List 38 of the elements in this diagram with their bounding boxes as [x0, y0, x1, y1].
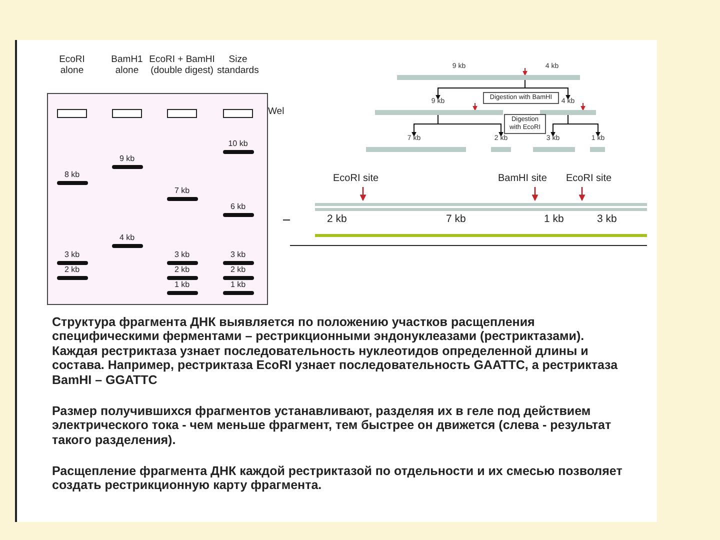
site-label: EcoRI site [333, 173, 380, 184]
fragment-length: 7 kb [446, 213, 467, 226]
paragraph: Структура фрагмента ДНК выявляется по положению участков расщепления специфическими ферментами – рестрикционными эндонуклеазами (рестриктазами). Каждая рестриктаза узнает последовательность нуклеотидов определенной длины и состава. Например, рестриктаза EcoRI узнает последовательность GAATTC, а рестриктаза BamHI – GGATTC [52, 315, 619, 387]
lane-header: BamH1 alone [110, 55, 144, 77]
dna-fragment [540, 98, 596, 115]
band-label: 8 kb [63, 170, 81, 180]
lane-header: EcoRI + BamHI (double digest) [148, 55, 216, 77]
dna-fragment [366, 135, 466, 152]
band-label: 1 kb [173, 280, 191, 290]
wells-label: Wel [268, 107, 286, 118]
band-label: 2 kb [63, 265, 81, 274]
site-label: EcoRI site [566, 173, 613, 184]
band-label: 3 kb [173, 250, 191, 260]
arrow [568, 114, 600, 137]
lane-header: Size standards [216, 55, 260, 77]
band-label: 6 kb [229, 202, 247, 212]
arrow [438, 114, 504, 137]
lane-header: EcoRI alone [58, 55, 86, 77]
dna-fragment [590, 135, 605, 152]
dna-fragment [491, 135, 511, 152]
band-label: 1 kb [229, 280, 247, 290]
band-label: 7 kb [173, 186, 191, 196]
paragraph: Размер получившихся фрагментов устанавливают, разделяя их в геле под действием электрического тока - чем меньше фрагмент, тем быстрее он движется (слева - результат такого разделения). [52, 404, 612, 448]
band-label: 2 kb [229, 265, 247, 274]
dna-fragment [533, 135, 575, 152]
band-label: 4 kb [118, 233, 136, 242]
fragment-length: 3 kb [597, 213, 618, 226]
dna-fragment [397, 63, 580, 80]
band-label: 2 kb [173, 265, 191, 274]
fragment-length: 1 kb [544, 213, 565, 226]
fragment-length: 2 kb [327, 213, 348, 226]
band-label: 10 kb [227, 139, 249, 148]
paragraph: Расщепление фрагмента ДНК каждой рестриктазой по отдельности и их смесью позволяет создать рестрикционную карту фрагмента. [52, 464, 624, 493]
band-label: 9 kb [118, 154, 136, 164]
arrow [524, 80, 570, 100]
band-label: 3 kb [63, 250, 81, 260]
site-label: BamHI site [498, 173, 548, 184]
band-label: 3 kb [229, 250, 247, 260]
